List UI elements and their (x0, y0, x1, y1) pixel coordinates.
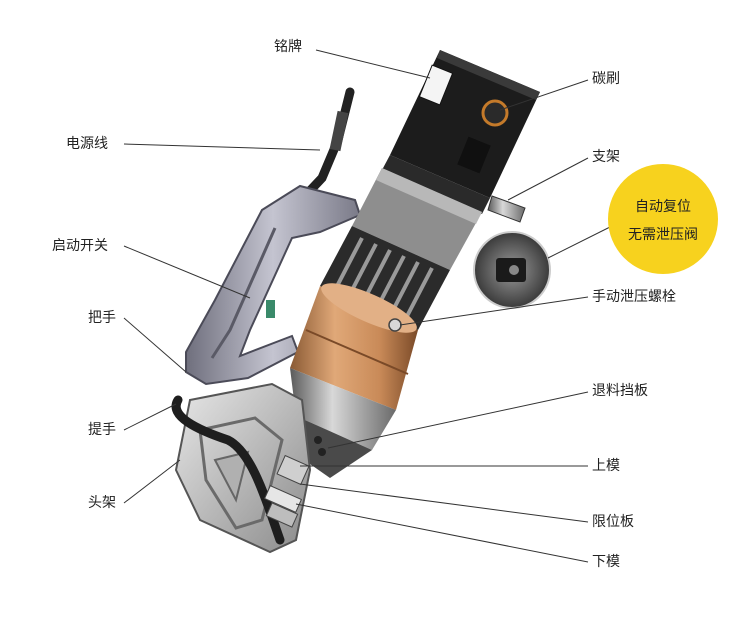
label-head-frame: 头架 (88, 495, 116, 511)
leader-carbon-brush (499, 79, 589, 111)
leader-carry-handle (123, 403, 177, 431)
limit-plate-block (263, 485, 303, 513)
leader-grip (123, 317, 187, 373)
leader-start-switch (123, 245, 251, 299)
leader-power-cord (123, 143, 321, 151)
label-start-switch: 启动开关 (52, 238, 108, 254)
grip (185, 184, 362, 386)
label-carbon-brush: 碳刷 (592, 71, 620, 87)
leader-nameplate (315, 49, 431, 79)
carbon-brush-cap (481, 99, 509, 127)
leader-lines (123, 49, 613, 563)
leader-head-frame (123, 459, 181, 504)
leader-relief-bolt (399, 296, 589, 326)
label-power-cord: 电源线 (66, 136, 108, 152)
leader-badge (547, 225, 613, 259)
badge-line-2: 无需泄压阀 (628, 227, 698, 243)
label-nameplate: 铭牌 (274, 39, 302, 55)
leader-limit-plate (299, 483, 589, 523)
leader-lower-die (295, 503, 589, 563)
gearbox-housing (352, 168, 482, 270)
head-frame (171, 382, 312, 554)
inset-detail (473, 231, 551, 309)
bracket (487, 195, 526, 223)
power-cord (300, 87, 355, 201)
nameplate-plate (418, 64, 454, 106)
label-bracket: 支架 (592, 149, 620, 165)
label-upper-die: 上模 (592, 458, 620, 474)
start-switch-button (266, 300, 275, 318)
label-manual-relief-bolt: 手动泄压螺栓 (592, 289, 676, 305)
motor-housing (382, 50, 540, 214)
carry-handle-strap (171, 395, 285, 545)
lower-die-block (265, 502, 299, 528)
relief-bolt-head (388, 318, 402, 332)
label-carry-handle: 提手 (88, 422, 116, 438)
feature-badge: 自动复位 无需泄压阀 (608, 164, 718, 274)
label-limit-plate: 限位板 (592, 514, 634, 530)
label-stripper-plate: 退料挡板 (592, 383, 648, 399)
badge-line-1: 自动复位 (635, 199, 691, 215)
hydraulic-cylinder (290, 283, 418, 410)
label-grip: 把手 (88, 310, 116, 326)
label-lower-die: 下模 (592, 554, 620, 570)
leader-bracket (507, 157, 589, 201)
leader-stripper-plate (327, 391, 589, 449)
upper-die-block (276, 454, 310, 486)
